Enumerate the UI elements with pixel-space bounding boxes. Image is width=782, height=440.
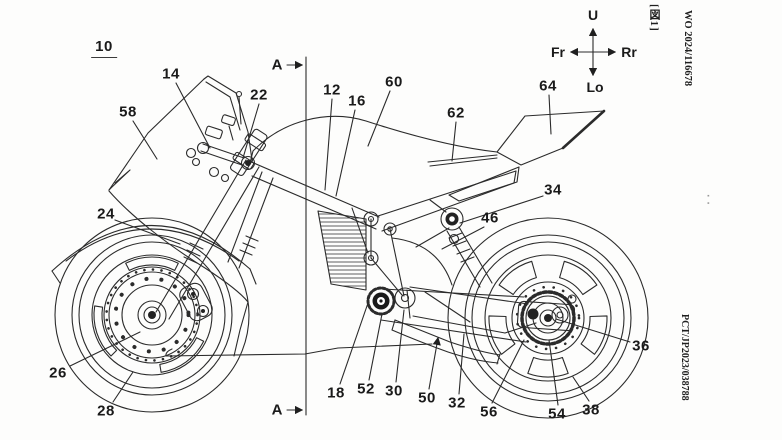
steering-assembly [185,90,268,183]
front-cowl [108,75,253,357]
radiator [317,210,367,291]
ref-label-52: 52 [357,380,375,398]
rear-shock [429,199,493,288]
application-number: PCT/JP2023/038788 [679,314,690,401]
compass-rear-label: Rr [621,44,637,60]
ref-label-14: 14 [162,65,180,83]
ref-label-28: 28 [97,402,115,420]
ref-label-56: 56 [480,403,498,421]
ref-label-58: 58 [119,103,137,121]
compass-front-label: Fr [551,44,565,60]
main-frame [248,160,517,316]
ref-label-32: 32 [448,394,466,412]
ref-label-16: 16 [348,92,366,110]
front-fork [155,159,274,322]
orientation-compass [569,27,617,77]
leader-lines [69,82,631,406]
ref-label-26: 26 [49,364,67,382]
ref-label-54: 54 [548,405,566,423]
ref-label-46: 46 [481,209,499,227]
belly-pan [165,343,433,357]
front-wheel [54,217,250,413]
front-fender [51,224,257,285]
ref-label-24: 24 [97,205,115,223]
compass-up-label: U [587,7,599,23]
ref-label-22: 22 [250,86,268,104]
ref-label-64: 64 [539,77,557,95]
ref-label-12: 12 [323,81,341,99]
section-line [286,56,307,416]
ref-label-36: 36 [632,337,650,355]
exhaust-muffler [391,319,501,365]
ref-label-38: 38 [582,401,600,419]
compass-down-label: Lo [586,79,604,95]
ref-label-62: 62 [447,104,465,122]
section-marker-top: A [271,56,283,74]
tail-cowl [448,109,606,202]
swingarm [406,286,537,334]
figure-tag: [図1] [648,4,660,32]
ref-label-34: 34 [544,181,562,199]
ref-label-30: 30 [385,382,403,400]
tank-seat-cowl [249,115,498,167]
ref-label-50: 50 [418,389,436,407]
ref-label-60: 60 [385,73,403,91]
margin-marks: ·· [702,194,712,209]
ref-label-10: 10 [91,38,117,58]
publication-number: WO 2024/116678 [682,10,693,87]
rear-wheel [447,217,649,419]
section-marker-bottom: A [271,401,283,419]
ref-label-18: 18 [327,384,345,402]
